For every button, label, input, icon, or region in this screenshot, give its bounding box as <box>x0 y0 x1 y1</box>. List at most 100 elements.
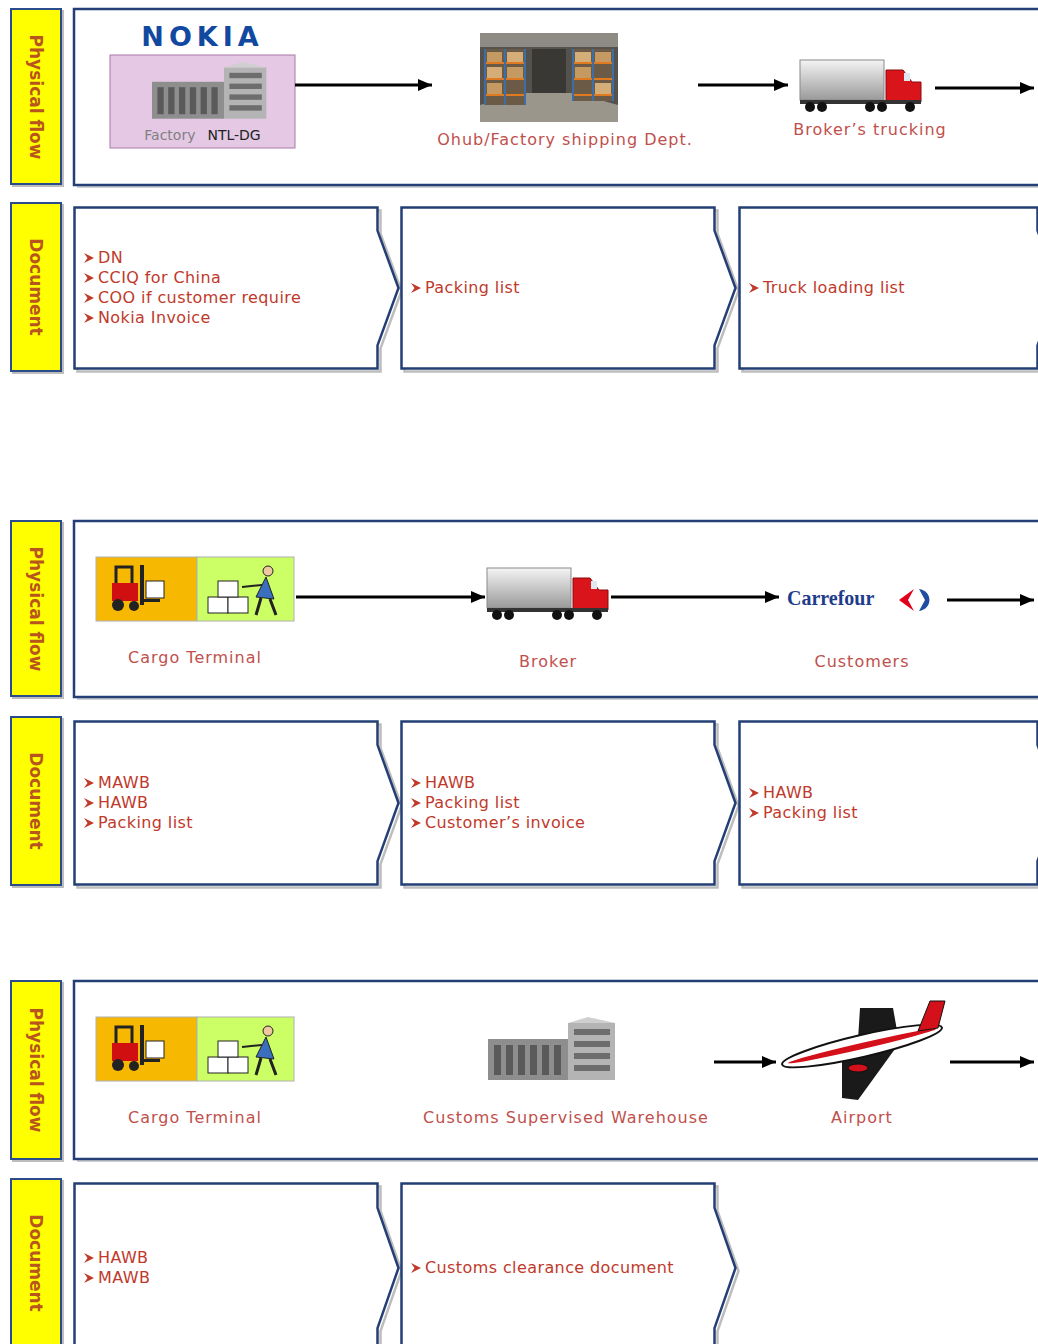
building-icon <box>488 1017 615 1080</box>
row-label: Physical flow <box>26 1008 46 1133</box>
bullet-marker <box>411 283 421 293</box>
factory-label: Factory <box>144 127 195 143</box>
document-box: HAWBPacking listCustomer’s invoice <box>400 720 737 886</box>
flow-arrow <box>611 596 779 599</box>
document-box: Truck loading list <box>738 206 1038 370</box>
outgoing-arrow <box>947 599 1034 602</box>
flow-tag: Document <box>10 1178 62 1344</box>
brand-logo: NOKIA <box>141 22 263 51</box>
document-line: Packing list <box>84 813 366 833</box>
document-box: MAWBHAWBPacking list <box>73 720 400 886</box>
site-code: NTL-DG <box>207 127 260 143</box>
document-item: Packing list <box>98 813 193 833</box>
document-outline <box>740 722 1038 885</box>
station-node: Broker’s trucking <box>788 58 952 140</box>
warehouse-photo <box>532 49 566 93</box>
row-label: Document <box>26 752 46 849</box>
row-label: Physical flow <box>26 34 46 159</box>
document-line: MAWB <box>84 773 366 793</box>
flow-arrow <box>296 596 485 599</box>
document-line: Truck loading list <box>749 278 1026 298</box>
station-node: Broker <box>485 564 611 672</box>
warehouse-photo <box>595 83 611 94</box>
bullet-marker <box>84 798 94 808</box>
document-line: Packing list <box>411 793 703 813</box>
document-box: HAWBPacking list <box>738 720 1038 886</box>
bullet-marker <box>411 798 421 808</box>
warehouse-photo <box>487 83 502 94</box>
document-item: DN <box>98 248 123 268</box>
document-outline <box>75 208 399 369</box>
warehouse-photo <box>487 67 502 78</box>
document-line: Nokia Invoice <box>84 308 366 328</box>
flow-tag: Physical flow <box>10 980 62 1160</box>
document-box: DNCCIQ for ChinaCOO if customer requireN… <box>73 206 400 370</box>
text-row: Cargo Terminal <box>128 1108 262 1128</box>
document-line: MAWB <box>84 1268 366 1288</box>
station-caption: Customers <box>814 652 909 672</box>
document-line: COO if customer require <box>84 288 366 308</box>
brand-logo: Carrefour <box>787 586 874 610</box>
carrefour-logo-mark <box>899 589 914 611</box>
bullet-marker <box>84 273 94 283</box>
text-row: Customs Supervised Warehouse <box>423 1108 709 1128</box>
outgoing-arrow <box>950 1061 1034 1064</box>
document-line: Packing list <box>749 803 1026 823</box>
document-item: HAWB <box>425 773 476 793</box>
text-row: NOKIA <box>141 22 263 51</box>
warehouse-photo <box>480 33 618 47</box>
airplane-icon <box>780 1001 945 1100</box>
flow-tag: Physical flow <box>10 8 62 185</box>
document-box: Packing list <box>400 206 737 370</box>
text-row: Airport <box>831 1108 893 1128</box>
document-item: MAWB <box>98 1268 150 1288</box>
bullet-marker <box>749 788 759 798</box>
bullet-marker <box>84 778 94 788</box>
document-outline <box>402 1184 736 1344</box>
document-outline <box>75 1184 399 1344</box>
document-line: Packing list <box>411 278 703 298</box>
document-item: HAWB <box>98 1248 149 1268</box>
document-line: Customer’s invoice <box>411 813 703 833</box>
document-item: COO if customer require <box>98 288 301 308</box>
truck-icon <box>487 568 608 620</box>
warehouse-photo <box>480 33 618 122</box>
station-caption: Cargo Terminal <box>128 1108 262 1128</box>
station-node: Airport <box>776 998 948 1128</box>
station-node: Customs Supervised Warehouse <box>418 1013 714 1128</box>
outgoing-arrow <box>935 87 1034 90</box>
document-item: CCIQ for China <box>98 268 221 288</box>
factory-icon <box>110 55 295 148</box>
station-caption: Airport <box>831 1108 893 1128</box>
document-item: Truck loading list <box>763 278 905 298</box>
station-caption: Broker’s trucking <box>793 120 946 140</box>
flow-arrow <box>295 84 432 87</box>
document-item: Customer’s invoice <box>425 813 585 833</box>
document-line: HAWB <box>411 773 703 793</box>
document-item: Customs clearance document <box>425 1258 674 1278</box>
carrefour-logo-mark <box>899 589 930 611</box>
warehouse-photo <box>575 52 591 62</box>
text-row: Carrefour <box>787 586 874 610</box>
document-line: DN <box>84 248 366 268</box>
text-row: Factory NTL-DG <box>144 127 260 143</box>
station-caption: Customs Supervised Warehouse <box>423 1108 709 1128</box>
document-item: HAWB <box>98 793 149 813</box>
warehouse-photo <box>487 52 502 62</box>
document-item: MAWB <box>98 773 150 793</box>
station-node: NOKIA Factory NTL-DG <box>110 22 295 143</box>
truck-icon <box>800 60 921 112</box>
airplane-icon <box>787 1026 936 1066</box>
factory-icon <box>152 62 266 119</box>
text-row: Cargo Terminal <box>128 648 262 668</box>
station-caption: Broker <box>519 652 577 672</box>
document-item: Nokia Invoice <box>98 308 211 328</box>
cargo-terminal-icon <box>96 1017 294 1081</box>
flow-band <box>74 981 1038 1159</box>
warehouse-photo <box>507 52 523 62</box>
document-line: CCIQ for China <box>84 268 366 288</box>
document-outline <box>402 208 736 369</box>
station-node: Cargo Terminal <box>94 1013 296 1128</box>
